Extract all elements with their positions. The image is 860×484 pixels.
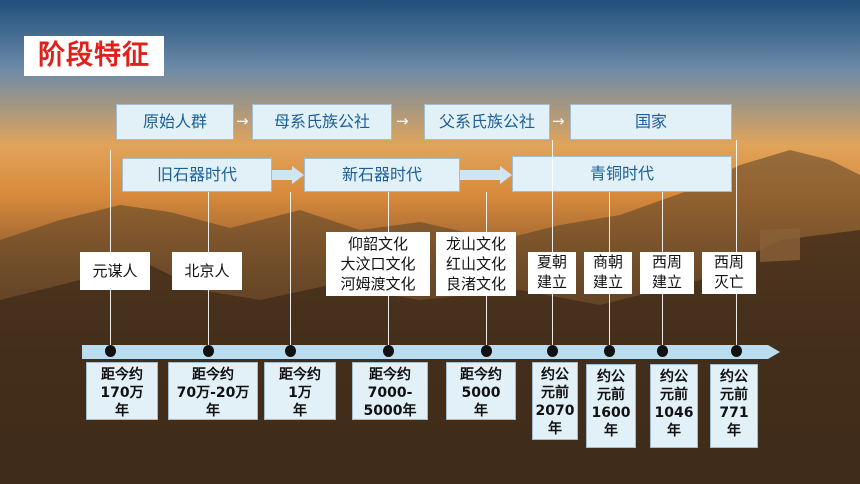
date-box: 约公 元前 1600 年 (586, 364, 636, 448)
guide-line (736, 140, 737, 350)
dynasty-western-zhou-founded: 西周 建立 (640, 252, 694, 294)
date-line: 170万 (100, 385, 144, 401)
date-line: 元前 (660, 387, 688, 403)
timeline-arrow (82, 345, 780, 359)
date-line: 7000- (367, 385, 413, 401)
date-line: 约公 (597, 369, 625, 385)
culture-hongshan: 红山文化 (445, 255, 506, 273)
era-neolithic: 新石器时代 (304, 158, 460, 192)
date-line: 距今约 (101, 367, 143, 383)
dynasty-western-zhou-fall: 西周 灭亡 (702, 252, 756, 294)
era-paleolithic: 旧石器时代 (122, 158, 272, 192)
date-box: 距今约 70万-20万 年 (168, 362, 258, 420)
culture-hemudu: 河姆渡文化 (340, 275, 416, 293)
date-line: 年 (293, 403, 307, 419)
date-box: 距今约 7000- 5000年 (352, 362, 428, 420)
date-box: 距今约 170万 年 (86, 362, 158, 420)
date-box: 约公 元前 1046 年 (650, 364, 698, 448)
date-line: 约公 (660, 369, 688, 385)
dynasty-name: 西周 (651, 253, 682, 271)
dynasty-xia-founded: 夏朝 建立 (528, 252, 576, 294)
arrow-icon: → (236, 112, 249, 130)
arrow-icon (272, 166, 304, 184)
date-line: 距今约 (369, 367, 411, 383)
timeline-dot (547, 345, 558, 357)
arrow-icon (460, 166, 512, 184)
guide-line (552, 140, 553, 350)
neolithic-cultures-b: 龙山文化 红山文化 良渚文化 (436, 232, 516, 296)
date-line: 1046 (654, 405, 694, 421)
timeline-dot (481, 345, 492, 357)
date-line: 约公 (541, 367, 569, 383)
date-line: 年 (548, 421, 562, 437)
date-line: 70万-20万 (176, 385, 250, 401)
guide-line (110, 150, 111, 350)
date-box: 距今约 5000 年 (446, 362, 516, 420)
date-line: 年 (604, 423, 618, 439)
date-line: 5000 (461, 385, 501, 401)
date-line: 5000年 (363, 403, 417, 419)
timeline-dot (383, 345, 394, 357)
timeline-dot (731, 345, 742, 357)
timeline-dot (105, 345, 116, 357)
culture-yangshao: 仰韶文化 (347, 235, 408, 253)
dynasty-shang-founded: 商朝 建立 (584, 252, 632, 294)
date-line: 1600 (591, 405, 631, 421)
date-box: 约公 元前 771 年 (710, 364, 758, 448)
timeline-dot (604, 345, 615, 357)
timeline-dot (657, 345, 668, 357)
date-line: 距今约 (460, 367, 502, 383)
stage-patriarchal-clan: 父系氏族公社 (424, 104, 550, 140)
arrow-icon: → (552, 112, 565, 130)
timeline-dot (285, 345, 296, 357)
page-title: 阶段特征 (24, 36, 164, 76)
date-line: 年 (474, 403, 488, 419)
date-line: 元前 (720, 387, 748, 403)
date-box: 距今约 1万 年 (264, 362, 336, 420)
date-line: 元前 (541, 385, 569, 401)
arrow-icon: → (396, 112, 409, 130)
dynasty-event: 建立 (651, 273, 682, 291)
date-line: 元前 (597, 387, 625, 403)
date-line: 距今约 (279, 367, 321, 383)
date-line: 年 (206, 403, 220, 419)
dynasty-name: 商朝 (592, 253, 623, 271)
date-box: 约公 元前 2070 年 (532, 362, 578, 440)
date-line: 年 (667, 423, 681, 439)
label-yuanmou-man: 元谋人 (80, 252, 150, 290)
date-line: 约公 (720, 369, 748, 385)
era-bronze-age: 青铜时代 (512, 156, 732, 192)
dynasty-event: 建立 (536, 273, 567, 291)
timeline-dot (203, 345, 214, 357)
culture-dawenkou: 大汶口文化 (340, 255, 416, 273)
guide-line (290, 192, 291, 350)
date-line: 年 (115, 403, 129, 419)
neolithic-cultures-a: 仰韶文化 大汶口文化 河姆渡文化 (326, 232, 430, 296)
date-line: 距今约 (192, 367, 234, 383)
dynasty-name: 夏朝 (536, 253, 567, 271)
date-line: 2070 (535, 403, 575, 419)
date-line: 1万 (288, 385, 312, 401)
stage-primitive-group: 原始人群 (116, 104, 234, 140)
date-line: 年 (727, 423, 741, 439)
date-line: 771 (719, 405, 749, 421)
dynasty-name: 西周 (713, 253, 744, 271)
culture-longshan: 龙山文化 (445, 235, 506, 253)
label-peking-man: 北京人 (172, 252, 242, 290)
stage-matriarchal-clan: 母系氏族公社 (252, 104, 392, 140)
culture-liangzhu: 良渚文化 (445, 275, 506, 293)
dynasty-event: 建立 (592, 273, 623, 291)
stage-state: 国家 (570, 104, 732, 140)
dynasty-event: 灭亡 (713, 273, 744, 291)
